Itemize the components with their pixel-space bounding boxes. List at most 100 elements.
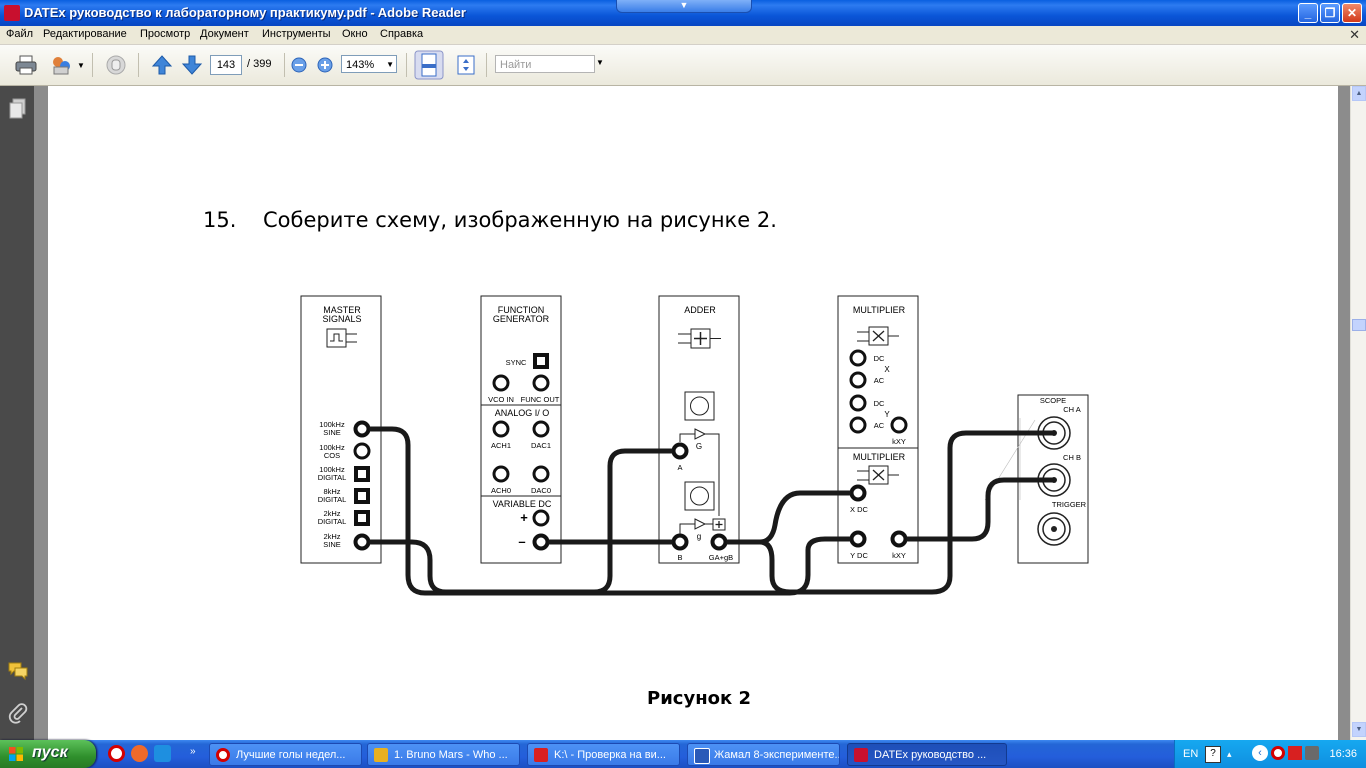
close-document-icon[interactable]: ✕ — [1349, 27, 1360, 42]
chevron-down-icon[interactable]: ▼ — [616, 0, 752, 13]
antivirus-tray-icon[interactable] — [1288, 746, 1302, 760]
minimize-button[interactable]: _ — [1298, 3, 1318, 23]
attachments-icon[interactable] — [8, 702, 28, 724]
taskbar-item-winamp[interactable]: 1. Bruno Mars - Who ... — [367, 743, 520, 766]
adobe-reader-icon — [854, 748, 868, 762]
svg-text:g: g — [697, 532, 701, 541]
taskbar-item-adobe-reader[interactable]: DATEx руководство ... — [847, 743, 1007, 766]
previous-page-icon[interactable] — [150, 53, 174, 77]
menu-help[interactable]: Справка — [380, 28, 424, 40]
help-icon[interactable]: ? — [1205, 746, 1221, 763]
pages-icon[interactable] — [9, 98, 27, 120]
close-button[interactable]: ✕ — [1342, 3, 1362, 23]
collaborate-icon[interactable] — [50, 53, 74, 77]
zoom-in-icon[interactable] — [316, 56, 334, 74]
svg-text:SINE: SINE — [323, 428, 341, 437]
svg-text:ANALOG I/ O: ANALOG I/ O — [495, 408, 550, 418]
svg-text:DIGITAL: DIGITAL — [318, 495, 347, 504]
menu-window[interactable]: Окно — [342, 28, 368, 40]
fit-page-icon[interactable] — [454, 53, 478, 77]
find-dropdown-icon[interactable]: ▼ — [596, 58, 604, 67]
separator — [284, 53, 285, 77]
svg-text:2kHz: 2kHz — [323, 509, 340, 518]
svg-text:X DC: X DC — [850, 505, 869, 514]
wire-adder-to-xdc — [716, 490, 861, 545]
start-button[interactable]: пуск — [0, 740, 96, 768]
svg-text:ADDER: ADDER — [684, 305, 716, 315]
menu-document[interactable]: Документ — [200, 28, 249, 40]
collaborate-dropdown-icon[interactable]: ▼ — [77, 61, 85, 70]
svg-text:GENERATOR: GENERATOR — [493, 314, 550, 324]
opera-icon[interactable] — [108, 745, 125, 762]
tray-icon-network[interactable]: ▴ — [1227, 749, 1232, 759]
page-total: / 399 — [247, 58, 272, 70]
menu-tools[interactable]: Инструменты — [262, 28, 331, 40]
svg-text:CH B: CH B — [1063, 453, 1081, 462]
title-bar: DATEx руководство к лабораторному практи… — [0, 0, 1366, 26]
toolbar: ▼ 143 / 399 143%▼ Найти ▼ — [0, 45, 1366, 86]
svg-text:MULTIPLIER: MULTIPLIER — [853, 305, 906, 315]
svg-text:8kHz: 8kHz — [323, 487, 340, 496]
opera-icon — [216, 748, 230, 762]
hand-tool-icon[interactable] — [104, 53, 128, 77]
wire-adder-to-cha — [757, 430, 1057, 595]
taskbar-item-antivirus[interactable]: K:\ - Проверка на ви... — [527, 743, 680, 766]
signal-source-icon — [326, 328, 347, 348]
mail-icon[interactable] — [131, 745, 148, 762]
svg-text:DIGITAL: DIGITAL — [318, 473, 347, 482]
svg-text:G: G — [696, 442, 702, 451]
svg-text:DAC1: DAC1 — [531, 441, 551, 450]
winamp-icon — [374, 748, 388, 762]
find-input[interactable]: Найти — [495, 55, 595, 73]
taskbar-item-word[interactable]: Жамал 8-эксперименте... — [687, 743, 840, 766]
vertical-scrollbar[interactable]: ▲ ▼ — [1350, 86, 1366, 740]
clock[interactable]: 16:36 — [1329, 748, 1357, 760]
step-text: Соберите схему, изображенную на рисунке … — [263, 208, 777, 232]
svg-text:DC: DC — [874, 354, 885, 363]
svg-text:kXY: kXY — [892, 551, 906, 560]
wire-2k-sine — [359, 448, 683, 595]
quick-launch-chevron-icon[interactable]: » — [190, 746, 196, 757]
navigation-panel — [0, 86, 34, 740]
print-icon[interactable] — [14, 53, 38, 77]
svg-text:DIGITAL: DIGITAL — [318, 517, 347, 526]
svg-text:DC: DC — [874, 399, 885, 408]
function-generator-module: FUNCTION GENERATOR SYNC VCO IN FUNC OUT … — [480, 295, 562, 564]
svg-text:100kHz: 100kHz — [319, 465, 345, 474]
page-number-input[interactable]: 143 — [210, 55, 242, 75]
svg-text:VCO IN: VCO IN — [488, 395, 514, 404]
menu-edit[interactable]: Редактирование — [43, 28, 127, 40]
svg-text:X: X — [884, 365, 890, 374]
system-tray: EN ? ▴ ‹ 16:36 — [1174, 740, 1366, 768]
adobe-reader-icon — [4, 5, 20, 21]
svg-text:VARIABLE DC: VARIABLE DC — [493, 499, 552, 509]
windows-logo-icon — [9, 747, 23, 761]
master-signals-title2: SIGNALS — [322, 314, 361, 324]
menu-file[interactable]: Файл — [6, 28, 34, 40]
zoom-level-select[interactable]: 143%▼ — [341, 55, 397, 73]
taskbar-item-opera[interactable]: Лучшие голы недел... — [209, 743, 362, 766]
language-indicator[interactable]: EN — [1183, 748, 1199, 760]
next-page-icon[interactable] — [180, 53, 204, 77]
restore-button[interactable]: ❐ — [1320, 3, 1340, 23]
start-label: пуск — [32, 744, 68, 761]
window-title: DATEx руководство к лабораторному практи… — [24, 5, 466, 20]
menu-view[interactable]: Просмотр — [140, 28, 191, 40]
volume-icon[interactable] — [1305, 746, 1319, 760]
zoom-level-value: 143% — [346, 59, 375, 71]
opera-tray-icon[interactable] — [1271, 746, 1285, 760]
svg-text:DAC0: DAC0 — [531, 486, 551, 495]
svg-text:MULTIPLIER: MULTIPLIER — [853, 452, 906, 462]
comments-icon[interactable] — [7, 660, 29, 682]
ie-icon[interactable] — [154, 745, 171, 762]
zoom-out-icon[interactable] — [290, 56, 308, 74]
svg-text:Y DC: Y DC — [850, 551, 868, 560]
svg-text:FUNCTION: FUNCTION — [498, 305, 545, 315]
svg-text:AC: AC — [874, 421, 885, 430]
svg-text:2kHz: 2kHz — [323, 532, 340, 541]
wire-100k-sine — [359, 426, 861, 596]
menu-bar: Файл Редактирование Просмотр Документ Ин… — [0, 26, 1366, 45]
svg-text:A: A — [677, 463, 682, 472]
tray-expand-icon[interactable]: ‹ — [1252, 745, 1268, 761]
fit-width-icon[interactable] — [414, 50, 444, 80]
